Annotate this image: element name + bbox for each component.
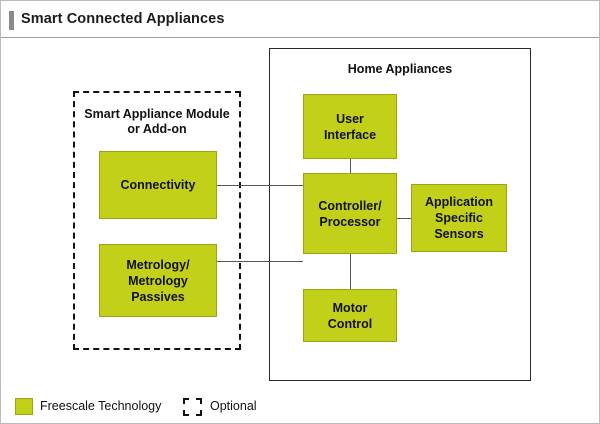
group-smart-appliance-module xyxy=(73,91,241,350)
group-home-appliances xyxy=(269,48,531,381)
connector-ui-to-controller xyxy=(350,159,351,173)
connector-connectivity-to-controller xyxy=(217,185,303,186)
block-controller-processor[interactable]: Controller/ Processor xyxy=(303,173,397,254)
group-home-appliances-label: Home Appliances xyxy=(347,62,453,76)
connector-controller-to-sensors xyxy=(397,218,411,219)
page-title: Smart Connected Appliances xyxy=(21,11,225,27)
legend-freescale-label: Freescale Technology xyxy=(40,399,162,413)
block-application-specific-sensors[interactable]: Application Specific Sensors xyxy=(411,184,507,252)
legend: Freescale Technology Optional xyxy=(15,396,575,418)
title-divider xyxy=(1,37,599,38)
block-metrology[interactable]: Metrology/ Metrology Passives xyxy=(99,244,217,317)
connector-metrology-to-controller xyxy=(217,261,303,262)
title-accent-bar xyxy=(9,11,14,30)
block-connectivity[interactable]: Connectivity xyxy=(99,151,217,219)
title-bar: Smart Connected Appliances xyxy=(1,1,599,38)
legend-freescale-swatch xyxy=(15,398,33,415)
block-user-interface[interactable]: User Interface xyxy=(303,94,397,159)
legend-optional-label: Optional xyxy=(210,399,257,413)
group-smart-appliance-module-label: Smart Appliance Module or Add-on xyxy=(84,107,230,136)
connector-controller-to-motor xyxy=(350,254,351,289)
legend-optional-swatch xyxy=(183,398,202,416)
block-motor-control[interactable]: Motor Control xyxy=(303,289,397,342)
